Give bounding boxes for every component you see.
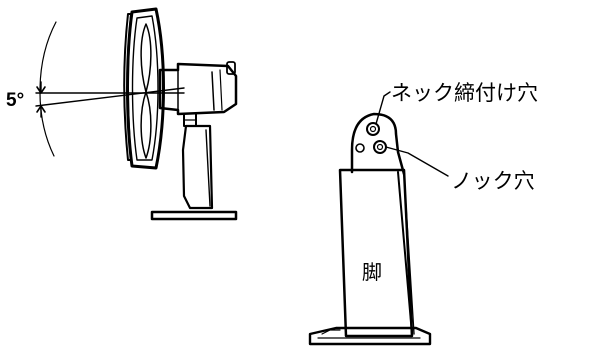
leg-detail-view: ネック締付け穴 ノック穴 脚 [308,81,538,346]
housing-seam [219,69,223,111]
motor-housing [158,62,238,116]
fan-side-view: 5° [6,7,238,221]
knock-hole-leader [385,146,449,177]
neck-hole-label: ネック締付け穴 [391,81,538,105]
tilted-axis-line [35,87,185,107]
lower-blade [140,91,152,159]
bracket-hole [355,143,365,153]
knock-hole-label: ノック穴 [451,169,535,193]
angle-arrow-up [36,105,46,113]
leg-side-edge [397,171,413,335]
leg-label: 脚 [362,260,382,284]
tilt-angle-label: 5° [6,90,24,111]
stand-base [150,210,238,221]
angle-arrow-down [36,86,46,94]
housing-seam [211,71,215,111]
neck-mount-bracket [350,112,406,176]
angle-arc [39,21,57,157]
neck-hole-leader [375,91,391,125]
stand-column [181,124,214,210]
leg-body [338,168,414,338]
front-guard [126,7,165,170]
leg-base-plate [308,326,432,346]
upper-blade [140,23,152,93]
oscillation-knob [226,61,236,75]
neck-hole [366,122,380,136]
knock-hole [373,140,387,154]
guard-inner-rim [131,15,159,161]
